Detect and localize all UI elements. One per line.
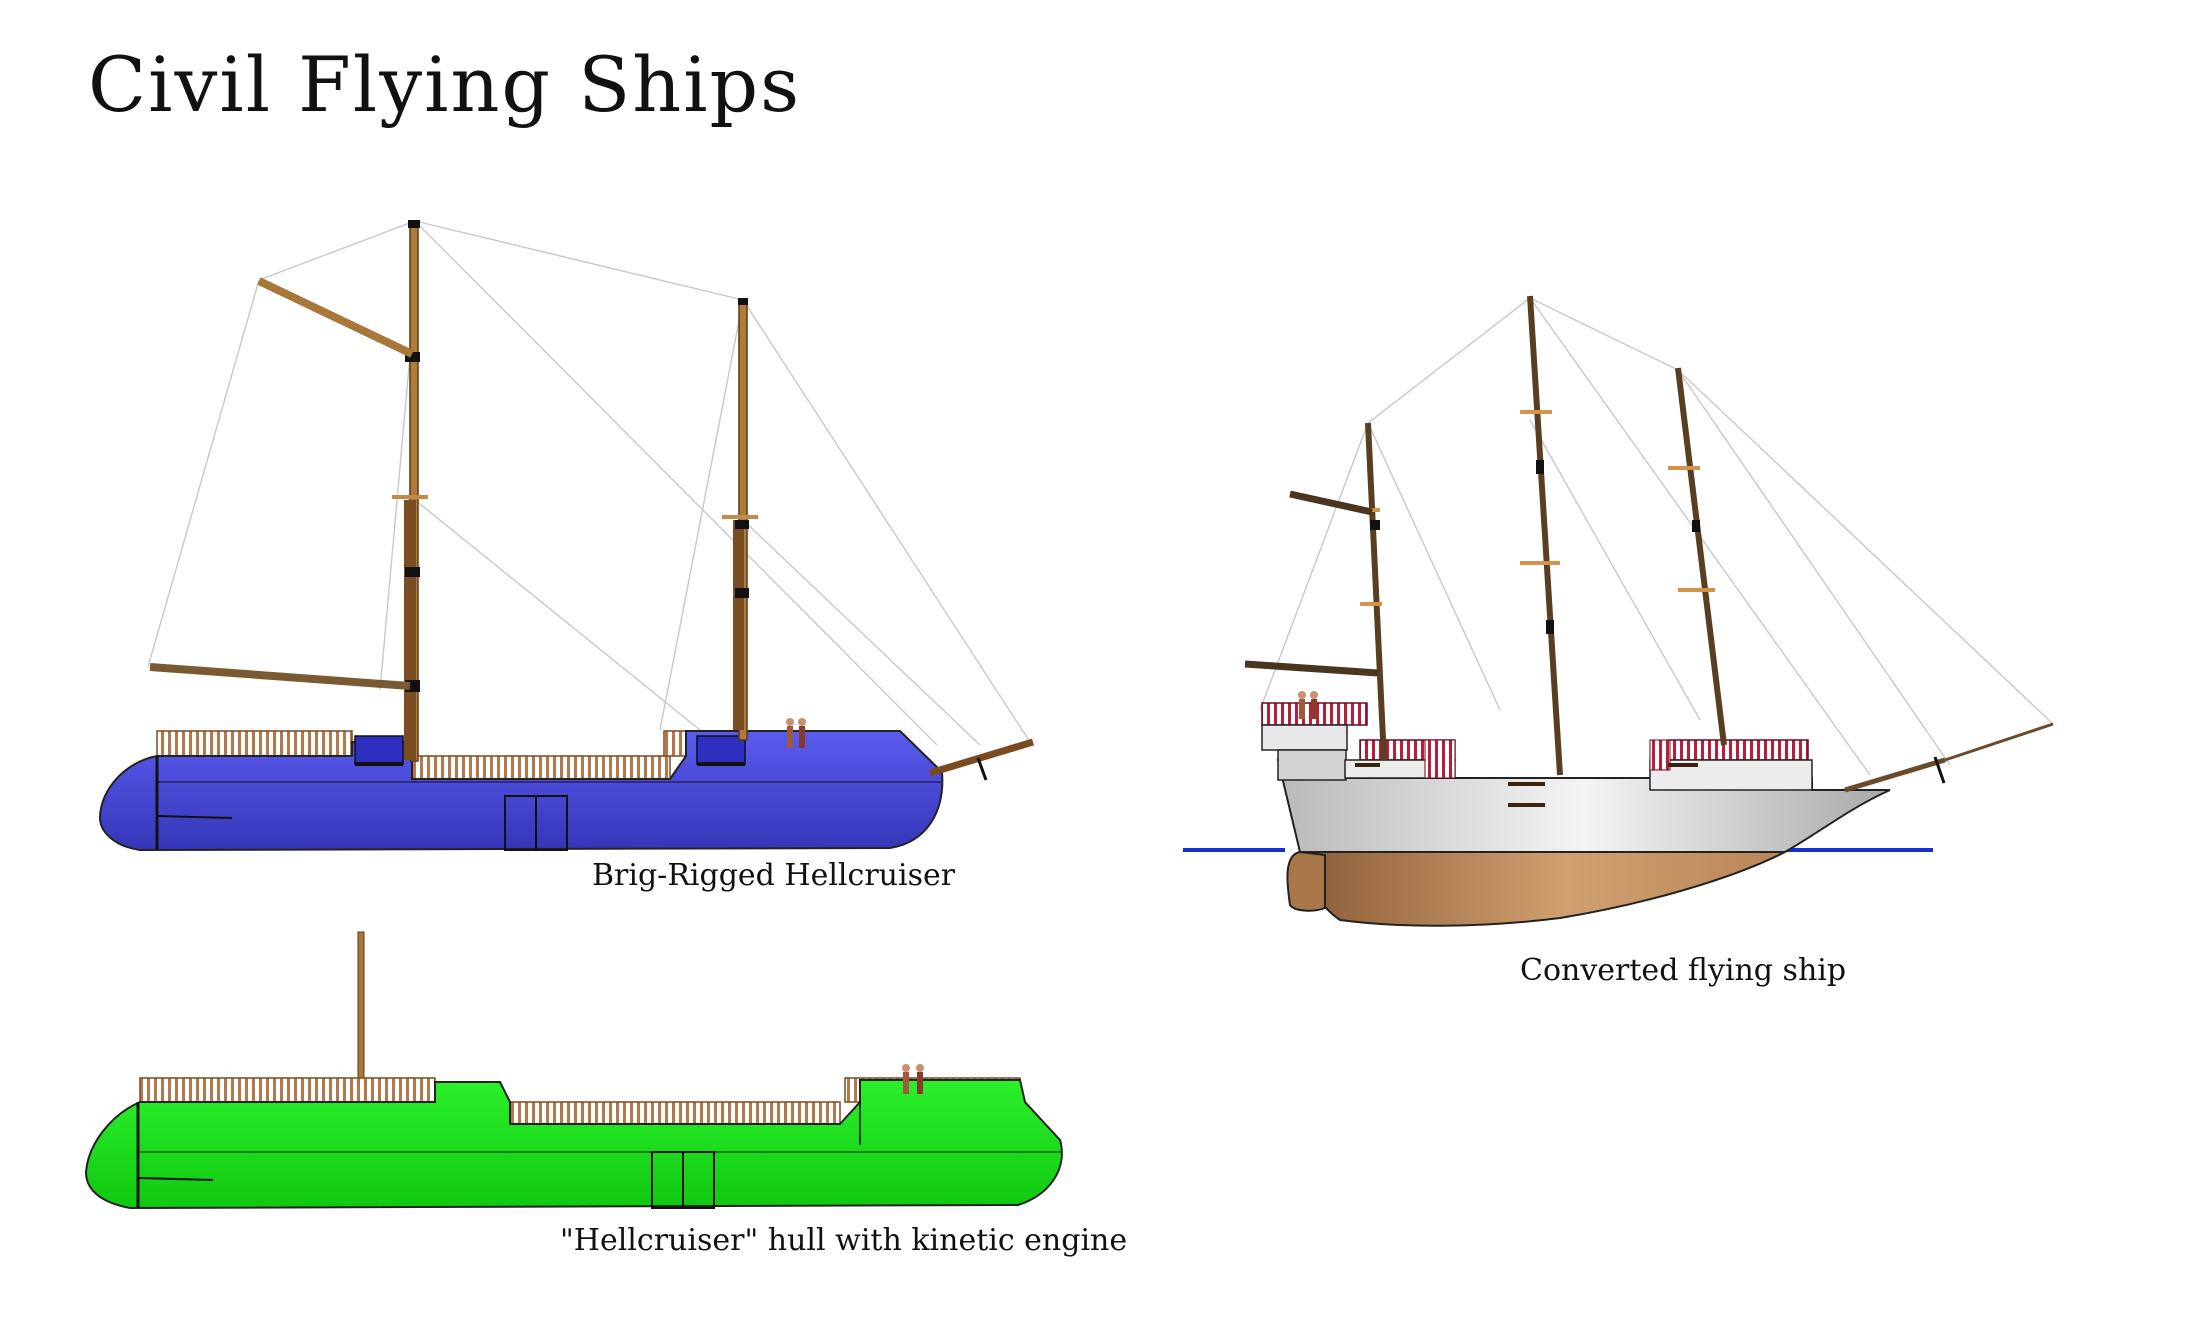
converted-lower-hull	[1298, 851, 1786, 927]
brig-upper-yard	[257, 277, 414, 358]
hellcruiser-hull	[84, 931, 1063, 1210]
hull-stub-mast	[357, 931, 365, 1103]
page-title: Civil Flying Ships	[88, 40, 802, 129]
converted-fore-mast	[1675, 367, 1727, 746]
fore-railing	[1667, 739, 1809, 761]
brig-crew-figures	[786, 718, 806, 748]
caption-hellcruiser-hull: "Hellcruiser" hull with kinetic engine	[560, 1223, 1128, 1258]
converted-bowsprit	[1844, 757, 1946, 793]
converted-main-mast	[1527, 295, 1563, 776]
converted-mizzen-mast	[1365, 422, 1387, 761]
converted-rudder	[1286, 850, 1326, 912]
hull-crew-figures	[902, 1064, 924, 1094]
brig-rigged-hellcruiser	[98, 220, 1035, 852]
hull-railing-waist	[509, 1101, 841, 1125]
converted-crew-figures	[1298, 691, 1318, 719]
converted-flying-ship	[1183, 295, 2054, 927]
brig-railing-waist	[411, 755, 671, 780]
waist-railing	[1424, 739, 1456, 779]
brig-bowsprit	[928, 738, 1035, 777]
caption-converted-flying-ship: Converted flying ship	[1520, 953, 1847, 988]
brig-railing-stern	[156, 730, 353, 757]
brig-boom	[149, 663, 411, 690]
green-hull	[84, 1079, 1063, 1210]
brig-rigging	[147, 220, 1031, 746]
hull-railing-stern	[139, 1077, 436, 1103]
converted-rigging	[1259, 297, 2054, 776]
caption-brig-rigged-hellcruiser: Brig-Rigged Hellcruiser	[592, 858, 956, 893]
